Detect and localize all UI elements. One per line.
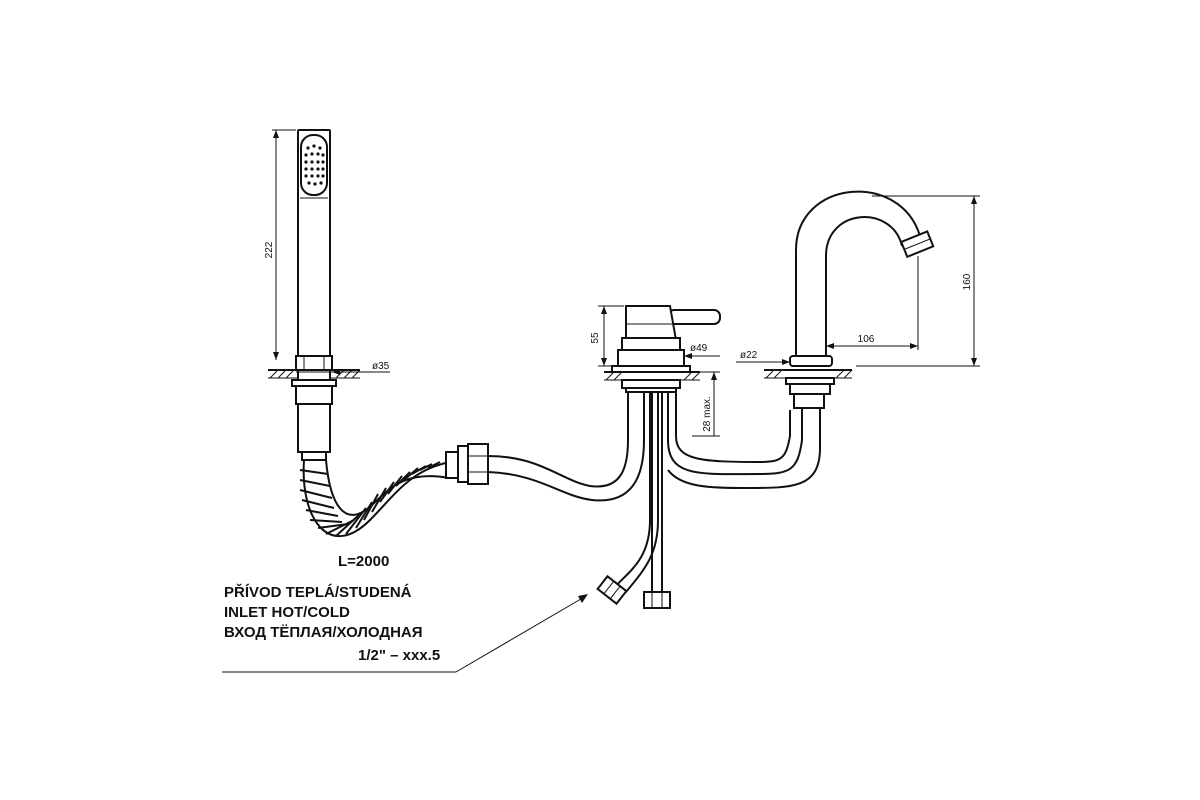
dim-handshower-length: 222 — [264, 241, 275, 258]
dimension-55: 55 — [590, 305, 624, 367]
dim-spout-reach: 106 — [858, 334, 875, 345]
inlet-note-ru: ВХОД ТЁПЛАЯ/ХОЛОДНАЯ — [224, 624, 423, 641]
dim-mounting-depth: 28 max. — [702, 396, 713, 432]
inlet-note-thread: 1/2" – xxx.5 — [358, 647, 440, 664]
dimension-49: ø49 — [684, 343, 720, 359]
dim-handshower-diameter: ø35 — [372, 361, 390, 372]
dim-spout-diameter: ø22 — [740, 350, 758, 361]
hand-shower — [268, 129, 361, 461]
hose-length-label: L=2000 — [338, 553, 389, 570]
mixer-body — [596, 305, 721, 609]
dim-spout-height: 160 — [962, 273, 973, 290]
dimension-35: ø35 — [296, 361, 390, 375]
spout — [667, 190, 935, 490]
dim-mixer-diameter: ø49 — [690, 343, 708, 354]
inlet-note-cz: PŘÍVOD TEPLÁ/STUDENÁ — [224, 583, 412, 601]
flexible-hose: L=2000 — [299, 443, 489, 570]
dimension-160: 160 — [856, 195, 980, 367]
shower-head-icon — [300, 134, 328, 196]
dimension-106: 106 — [826, 256, 919, 350]
diverter-pipe — [487, 390, 645, 502]
dim-lever-height: 55 — [590, 332, 601, 344]
inlet-note-en: INLET HOT/COLD — [224, 604, 350, 621]
inlet-note: PŘÍVOD TEPLÁ/STUDENÁ INLET HOT/COLD ВХОД… — [222, 583, 588, 673]
dimension-22: ø22 — [736, 350, 790, 365]
dimension-222: 222 — [264, 129, 296, 360]
dimension-28: 28 max. — [690, 371, 720, 437]
